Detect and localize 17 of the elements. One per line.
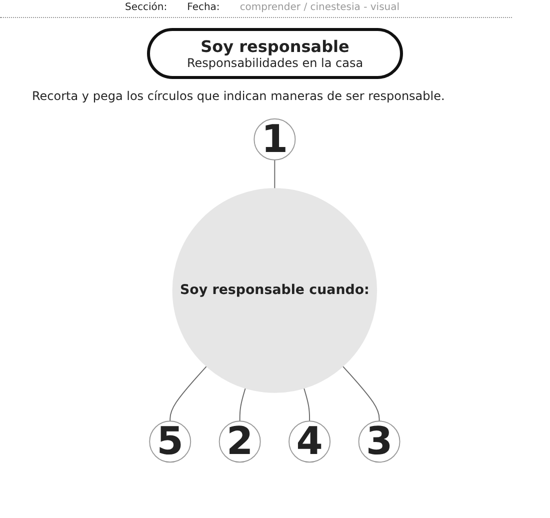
title: Soy responsable — [200, 37, 350, 56]
connector — [274, 159, 276, 190]
node-circle: 5 — [149, 420, 192, 463]
skill-label: comprender / cinestesia - visual — [240, 2, 400, 13]
node-circle: 1 — [254, 118, 296, 160]
instruction-text: Recorta y pega los círculos que indican maneras de ser responsable. — [32, 89, 446, 103]
connector — [170, 366, 208, 422]
subtitle: Responsabilidades en la casa — [186, 56, 364, 70]
connector — [240, 388, 246, 422]
connector — [342, 366, 380, 422]
form-field-label: Fecha: — [187, 2, 220, 13]
node-circle: 4 — [288, 420, 331, 463]
form-field-label: Sección: — [125, 2, 168, 13]
connector — [304, 388, 310, 422]
node-circle: 3 — [358, 420, 401, 463]
node-circle: Soy responsable cuando: — [172, 188, 378, 393]
node-circle: 2 — [219, 420, 262, 463]
